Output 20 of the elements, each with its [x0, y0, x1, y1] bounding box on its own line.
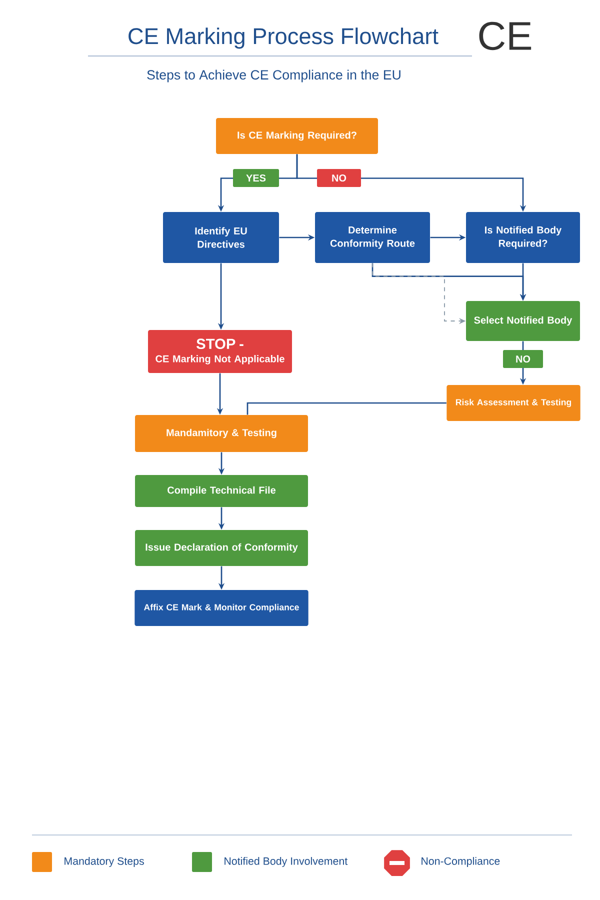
decision-box: Is CE Marking Required? [216, 118, 378, 154]
process-box: Select Notified Body [466, 301, 580, 341]
process-box: Determine Conformity Route [315, 212, 430, 263]
legend-label: Non-Compliance [422, 857, 500, 867]
process-box: Mandamitory & Testing [135, 415, 308, 452]
process-box: Issue Declaration of Conformity [135, 530, 308, 566]
edge-label: NO [317, 169, 361, 187]
process-box: Identify EU Directives [163, 212, 279, 263]
decision-box: Is Notified Body Required? [466, 212, 580, 263]
process-box: Affix CE Mark & Monitor Compliance [134, 590, 308, 626]
title: CE Marking Process Flowchart [128, 28, 438, 49]
subtitle: Steps to Achieve CE Compliance in the EU [147, 70, 400, 82]
process-box: Risk Assessment & Testing [446, 385, 580, 421]
ce-mark: CE [479, 22, 532, 50]
legend-label: Mandatory Steps [64, 857, 144, 867]
process-box: Compile Technical File [135, 475, 308, 507]
edge-label: NO [503, 350, 543, 368]
legend-label: Notified Body Involvement [224, 857, 348, 867]
stop-box: STOP - CE Marking Not Applicable [148, 330, 292, 373]
edge-label: YES [233, 169, 279, 187]
